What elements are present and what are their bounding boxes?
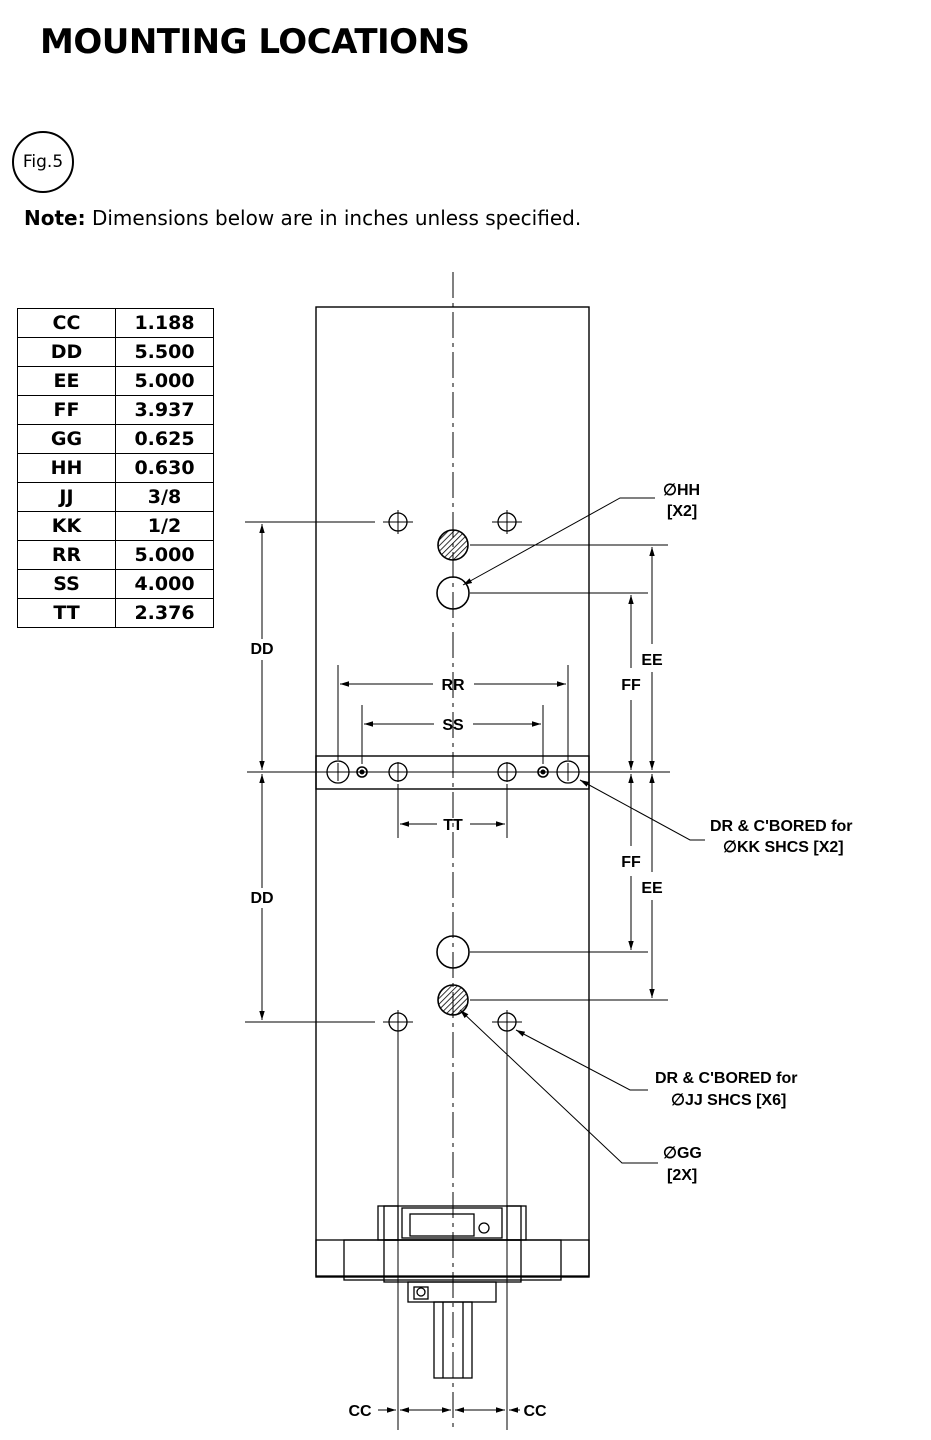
kk-callout-line1: DR & C'BORED for [710,818,852,835]
dim-key: HH [17,453,116,483]
jj-hole [492,510,522,534]
dim-value: 1.188 [115,308,214,338]
dim-value: 5.000 [115,540,214,570]
dim-key: SS [17,569,116,599]
actuator-body [315,1205,590,1379]
tt-label: TT [443,817,463,834]
ss-label: SS [442,717,464,734]
dim-key: KK [17,511,116,541]
ee-label: EE [641,880,663,897]
dd-label: DD [250,890,273,907]
hh-leader [462,497,655,586]
note: Note: Dimensions below are in inches unl… [24,206,581,230]
hh-callout-line1: ∅HH [663,482,700,499]
gg-leader [459,1009,658,1164]
hh-hole [436,576,470,610]
jj-leader [515,1029,648,1091]
dim-value: 5.500 [115,337,214,367]
dim-value: 3/8 [115,482,214,512]
ff-label: FF [621,854,641,871]
jj-callout-line2: ∅JJ SHCS [X6] [671,1092,786,1109]
kk-callout-line2: ∅KK SHCS [X2] [723,839,844,856]
jj-hole [495,762,519,782]
dim-value: 2.376 [115,598,214,628]
rr-label: RR [441,677,465,694]
dim-value: 5.000 [115,366,214,396]
gg-dowel-hatched [437,529,469,561]
note-text: Dimensions below are in inches unless sp… [85,206,582,230]
gg-dowel-hatched [437,984,469,1016]
jj-hole [386,762,410,782]
dim-value: 3.937 [115,395,214,425]
ss-pin [537,766,549,778]
dim-value: 0.630 [115,453,214,483]
jj-hole [492,1010,522,1034]
ss-pin [540,769,546,775]
dim-key: GG [17,424,116,454]
kk-hole [326,760,350,784]
jj-callout-line1: DR & C'BORED for [655,1070,797,1087]
ss-pin [356,766,368,778]
note-label: Note: [24,206,86,230]
dim-key: EE [17,366,116,396]
page-title: MOUNTING LOCATIONS [40,22,470,62]
actuator-screw [478,1222,490,1234]
gg-callout-line1: ∅GG [663,1145,702,1162]
dim-key: FF [17,395,116,425]
cc-label: CC [348,1403,372,1420]
kk-hole [556,760,580,784]
kk-leader [579,779,705,841]
ff-label: FF [621,677,641,694]
hh-hole [436,935,470,969]
dim-value: 0.625 [115,424,214,454]
cc-label: CC [523,1403,547,1420]
dd-label: DD [250,641,273,658]
actuator-screw [416,1287,426,1297]
jj-hole [383,1010,413,1034]
hh-callout-line2: [X2] [667,503,697,520]
ss-pin [359,769,365,775]
mounting-rail [315,755,590,790]
figure-badge: Fig.5 [12,131,74,193]
gg-callout-line2: [2X] [667,1167,697,1184]
jj-hole [383,510,413,534]
ee-label: EE [641,652,663,669]
dim-key: JJ [17,482,116,512]
